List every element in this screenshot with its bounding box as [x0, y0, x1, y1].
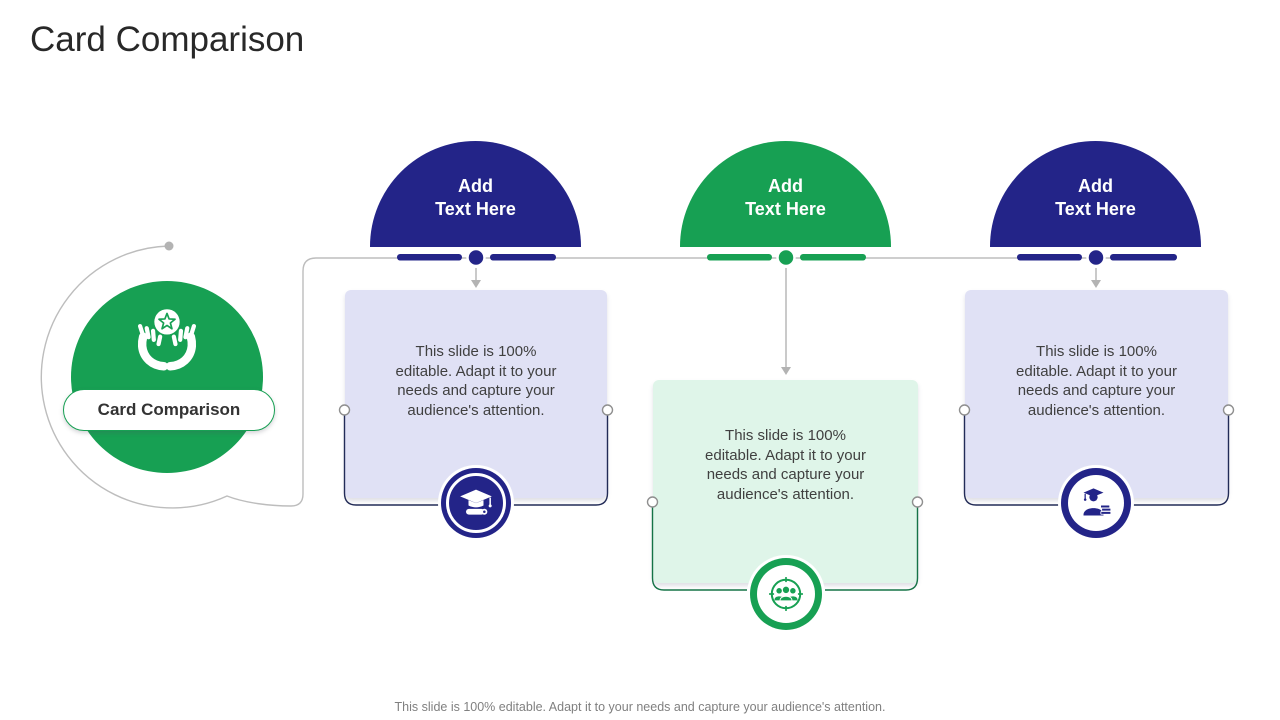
card-3: This slide is 100% editable. Adapt it to…	[965, 290, 1228, 498]
header-placeholder-1[interactable]: Add Text Here	[370, 141, 581, 247]
down-arrow-icon	[1091, 268, 1101, 288]
card-1-body-text[interactable]: This slide is 100% editable. Adapt it to…	[395, 343, 557, 419]
column-3-marker	[1017, 247, 1177, 288]
card-3-body-text[interactable]: This slide is 100% editable. Adapt it to…	[1016, 343, 1177, 419]
footer-note: This slide is 100% editable. Adapt it to…	[394, 700, 886, 714]
page-title: Card Comparison	[30, 20, 305, 59]
graduate-with-books-icon	[1083, 488, 1112, 516]
column-1-marker	[397, 247, 556, 288]
column-2-marker	[707, 247, 866, 375]
badge-3	[1061, 468, 1131, 538]
down-arrow-icon	[471, 268, 481, 288]
audience-target-icon	[769, 577, 803, 611]
hands-holding-star-icon	[137, 309, 197, 371]
header-line1: Add	[458, 176, 493, 196]
arc-end-dot	[164, 241, 174, 251]
card-2-body-text[interactable]: This slide is 100% editable. Adapt it to…	[705, 427, 866, 503]
header-placeholder-2[interactable]: Add Text Here	[680, 141, 891, 247]
hub-label[interactable]: Card Comparison	[63, 389, 275, 431]
hub-circle	[71, 281, 263, 473]
header-line2: Text Here	[1055, 199, 1136, 219]
graduation-cap-icon	[460, 489, 492, 515]
header-line2: Text Here	[435, 199, 516, 219]
header-line1: Add	[768, 176, 803, 196]
header-placeholder-3[interactable]: Add Text Here	[990, 141, 1201, 247]
badge-1	[441, 468, 511, 538]
card-2: This slide is 100% editable. Adapt it to…	[653, 380, 918, 583]
badge-2	[750, 558, 822, 630]
down-arrow-icon	[781, 268, 791, 375]
header-line1: Add	[1078, 176, 1113, 196]
card-1: This slide is 100% editable. Adapt it to…	[345, 290, 607, 498]
header-line2: Text Here	[745, 199, 826, 219]
